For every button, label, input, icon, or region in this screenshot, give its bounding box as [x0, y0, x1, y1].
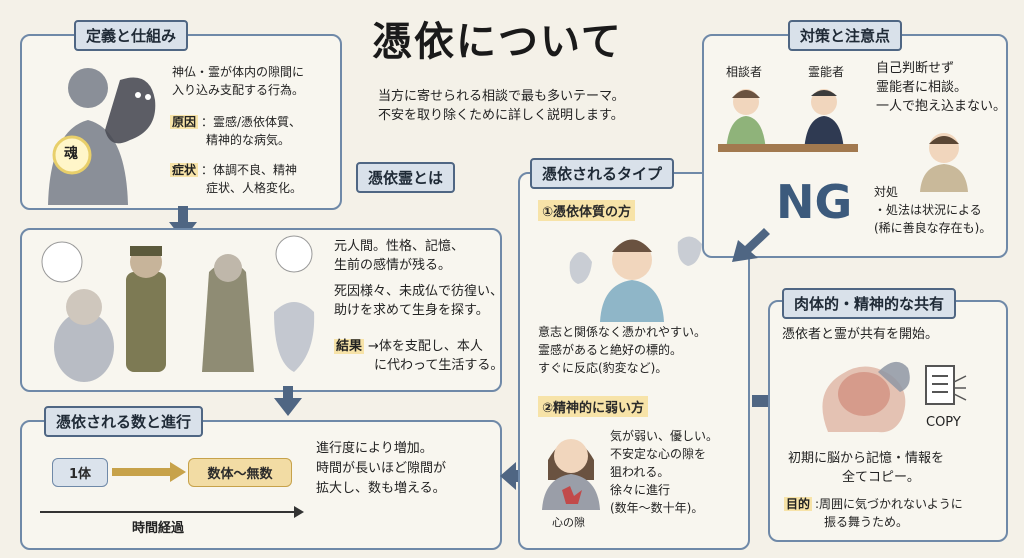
intro-line-2: 不安を取り除くために詳しく説明します。 — [378, 108, 624, 123]
sharing-line-3: 全てコピー。 — [842, 470, 920, 485]
sharing-line-2: 初期に脳から記憶・情報を — [788, 451, 945, 466]
type1-line-1: 意志と関係なく憑かれやすい。 — [538, 325, 707, 339]
symptom-line-1: ：体調不良、精神 — [201, 163, 298, 177]
measures-line-3: 一人で抱え込まない。 — [876, 99, 1007, 114]
purpose-line-2: 振る舞うため。 — [824, 515, 909, 529]
spirit-line-3: 死因様々、未成仏で彷徨い、 — [334, 284, 504, 299]
type1-line-3: すぐに反応(豹変など)。 — [538, 361, 668, 375]
one-spirit-chip: 1体 — [52, 458, 108, 487]
brain-illustration — [822, 361, 910, 433]
many-spirits-chip: 数体〜無数 — [188, 458, 292, 487]
count-title: 憑依される数と進行 — [44, 406, 204, 437]
spirit-title: 憑依霊とは — [356, 162, 456, 193]
ng-label: NG — [776, 175, 853, 229]
sharing-line-1: 憑依者と霊が共有を開始。 — [782, 327, 939, 342]
spirit-line-4: 助けを求めて生身を探す。 — [334, 303, 489, 318]
soul-label: 魂 — [64, 146, 78, 162]
type2-line-5: (数年〜数十年)。 — [610, 501, 704, 515]
purpose-line-1: :周囲に気づかれないように — [815, 497, 963, 511]
ng-line-3: (稀に善良な存在も)。 — [874, 221, 992, 235]
ng-line-1: 対処 — [874, 185, 899, 199]
symptom-line-2: 症状、人格変化。 — [206, 181, 303, 195]
intro-line-1: 当方に寄せられる相談で最も多いテーマ。 — [378, 89, 625, 104]
type2-line-1: 気が弱い、優しい。 — [610, 429, 719, 443]
type1-line-2: 霊感があると絶好の標的。 — [538, 343, 683, 357]
main-title: 憑依について — [372, 19, 623, 65]
type2-person-illustration — [542, 439, 600, 510]
arrow-down-left-icon — [732, 228, 770, 262]
medium-label: 霊能者 — [808, 65, 845, 79]
type2-line-4: 徐々に進行 — [610, 483, 671, 497]
arrow-left-icon — [500, 462, 534, 490]
time-axis-label: 時間経過 — [132, 521, 185, 536]
document-copy-icon — [925, 365, 967, 405]
progress-arrow-icon — [112, 462, 186, 482]
possessed-person-illustration — [48, 68, 156, 205]
measures-title: 対策と注意点 — [788, 20, 903, 51]
definition-line-2: 入り込み支配する行為。 — [172, 83, 305, 97]
worried-person-illustration — [920, 133, 968, 192]
result-line-2: に代わって生活する。 — [374, 358, 504, 373]
arrow-down-icon — [274, 398, 302, 416]
definition-title: 定義と仕組み — [74, 20, 189, 51]
time-axis-arrow — [40, 506, 304, 518]
type1-title: ①憑依体質の方 — [538, 200, 636, 221]
type1-person-illustration — [569, 236, 702, 322]
consultant-label: 相談者 — [726, 65, 763, 79]
arrow-definition-to-spirit — [178, 206, 188, 224]
types-title: 憑依されるタイプ — [530, 158, 675, 189]
count-line-1: 進行度により増加。 — [316, 441, 433, 456]
definition-line-1: 神仏・霊が体内の隙間に — [172, 65, 305, 79]
copy-label: COPY — [926, 415, 961, 430]
cause-line-1: ：霊感/憑依体質、 — [201, 115, 302, 129]
count-line-3: 拡大し、数も増える。 — [316, 481, 446, 496]
result-label: 結果 — [334, 339, 365, 354]
spirits-illustration — [41, 235, 315, 382]
consultation-illustration — [718, 89, 858, 152]
measures-line-2: 霊能者に相談。 — [876, 80, 968, 95]
cause-line-2: 精神的な病気。 — [206, 133, 291, 147]
heart-gap-label: 心の隙 — [552, 516, 585, 529]
result-line-1: →体を支配し、本人 — [368, 339, 483, 354]
purpose-label: 目的 — [784, 497, 813, 511]
count-line-2: 時間が長いほど隙間が — [316, 461, 447, 476]
spirit-line-1: 元人間。性格、記憶、 — [334, 239, 465, 254]
spirit-line-2: 生前の感情が残る。 — [334, 258, 452, 273]
arrow-spirit-to-count — [283, 386, 293, 400]
type2-title: ②精神的に弱い方 — [538, 396, 649, 417]
type2-line-3: 狙われる。 — [610, 465, 670, 479]
cause-label: 原因 — [170, 115, 199, 129]
measures-line-1: 自己判断せず — [876, 61, 955, 76]
ng-line-2: ・処法は状況による — [874, 203, 982, 217]
symptom-label: 症状 — [170, 163, 199, 177]
type2-line-2: 不安定な心の隙を — [610, 447, 707, 461]
sharing-title: 肉体的・精神的な共有 — [782, 288, 957, 319]
